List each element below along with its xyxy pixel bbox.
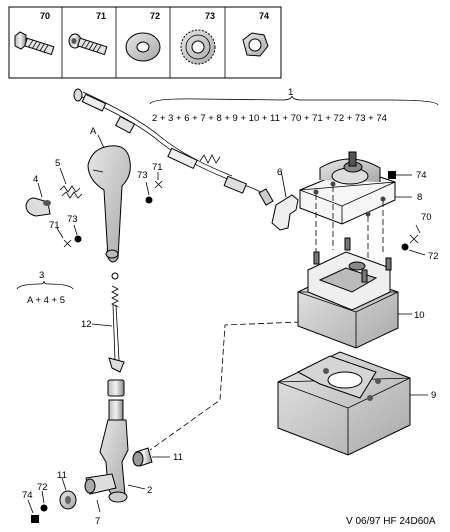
callout-4: 4 xyxy=(33,174,38,185)
washer-73-marker-icon xyxy=(74,235,82,243)
screw-70-marker-icon xyxy=(409,234,419,244)
hex-bolt-icon xyxy=(14,31,55,56)
header-label-71: 71 xyxy=(96,11,106,21)
callout-3: 3 xyxy=(39,270,44,281)
upper-mount-8: 8 xyxy=(299,151,422,225)
lower-left-hardware: 72 74 xyxy=(22,482,48,523)
callout-7: 7 xyxy=(95,516,100,527)
callout-9: 9 xyxy=(431,390,436,401)
washer-72-lower-marker-icon xyxy=(40,504,48,512)
spring-icon xyxy=(59,185,83,199)
callout-73-knob: 73 xyxy=(137,170,148,181)
socket-screw-icon xyxy=(68,33,108,56)
callout-2: 2 xyxy=(147,485,152,496)
flat-washer-icon xyxy=(125,32,161,62)
header-label-72: 72 xyxy=(150,11,160,21)
washer-72-marker-icon xyxy=(401,243,409,251)
bushing-11-right: 11 xyxy=(132,447,183,467)
callout-72-right: 72 xyxy=(428,251,439,262)
header-label-70: 70 xyxy=(40,11,50,21)
bushing-11-left: 11 xyxy=(57,470,77,510)
rubber-mount-10: 10 xyxy=(297,237,425,349)
assembly-1-contents: 2 + 3 + 6 + 7 + 8 + 9 + 10 + 11 + 70 + 7… xyxy=(152,113,387,124)
callout-10: 10 xyxy=(414,310,425,321)
shift-rod-12: 12 xyxy=(81,272,125,421)
callout-71-left: 71 xyxy=(49,220,60,231)
header-label-74: 74 xyxy=(259,11,269,21)
header-label-73: 73 xyxy=(205,11,215,21)
clip-7: 7 xyxy=(95,499,101,527)
callout-72-lower: 72 xyxy=(37,482,48,493)
drawing-reference: V 06/97 HF 24D60A xyxy=(346,516,436,527)
shift-cable-upper xyxy=(73,88,274,206)
hex-nut-icon xyxy=(242,32,269,57)
callout-70: 70 xyxy=(421,212,432,223)
callout-73-left: 73 xyxy=(67,214,78,225)
mount-studs-icon xyxy=(313,237,392,283)
assembly-1-callout: 1 2 + 3 + 6 + 7 + 8 + 9 + 10 + 11 + 70 +… xyxy=(149,87,439,124)
screw-71-marker-icon xyxy=(63,239,72,248)
callout-12: 12 xyxy=(81,319,92,330)
screw-71-knob-marker-icon xyxy=(154,180,163,189)
cable-bracket-6: 6 xyxy=(271,167,299,231)
assembly-3-contents: A + 4 + 5 xyxy=(27,295,65,306)
callout-6: 6 xyxy=(277,167,282,178)
callout-74-right: 74 xyxy=(416,170,427,181)
callout-71-knob: 71 xyxy=(152,162,163,173)
washer-73-knob-marker-icon xyxy=(145,196,153,204)
callout-A: A xyxy=(90,126,97,137)
knob-fastener-markers: 73 71 xyxy=(137,162,163,204)
nut-74-lower-marker-icon xyxy=(31,515,39,523)
nut-74-marker-icon xyxy=(388,171,396,179)
callout-8: 8 xyxy=(417,192,422,203)
hardware-header-panel: 70 71 72 73 74 xyxy=(8,6,282,79)
base-block-9: 9 xyxy=(277,351,436,456)
upper-right-hardware: 74 70 72 xyxy=(388,170,439,262)
serrated-washer-icon xyxy=(180,29,216,65)
assembly-guide-lines xyxy=(149,186,384,451)
spring-5: 5 xyxy=(55,158,83,199)
callout-74-lower: 74 xyxy=(22,490,33,501)
callout-5: 5 xyxy=(55,158,60,169)
selector-housing-2: 2 xyxy=(84,419,152,503)
cable-end-fitting-icon xyxy=(73,88,274,206)
assembly-3-callout: 3 A + 4 + 5 xyxy=(16,270,74,306)
gear-lever-knob-A: A xyxy=(87,126,131,263)
callout-11-left: 11 xyxy=(57,470,67,481)
latch-4: 4 xyxy=(25,174,51,217)
left-fastener-markers: 71 73 xyxy=(49,214,82,248)
callout-1: 1 xyxy=(288,87,293,98)
callout-11-right: 11 xyxy=(173,452,183,463)
